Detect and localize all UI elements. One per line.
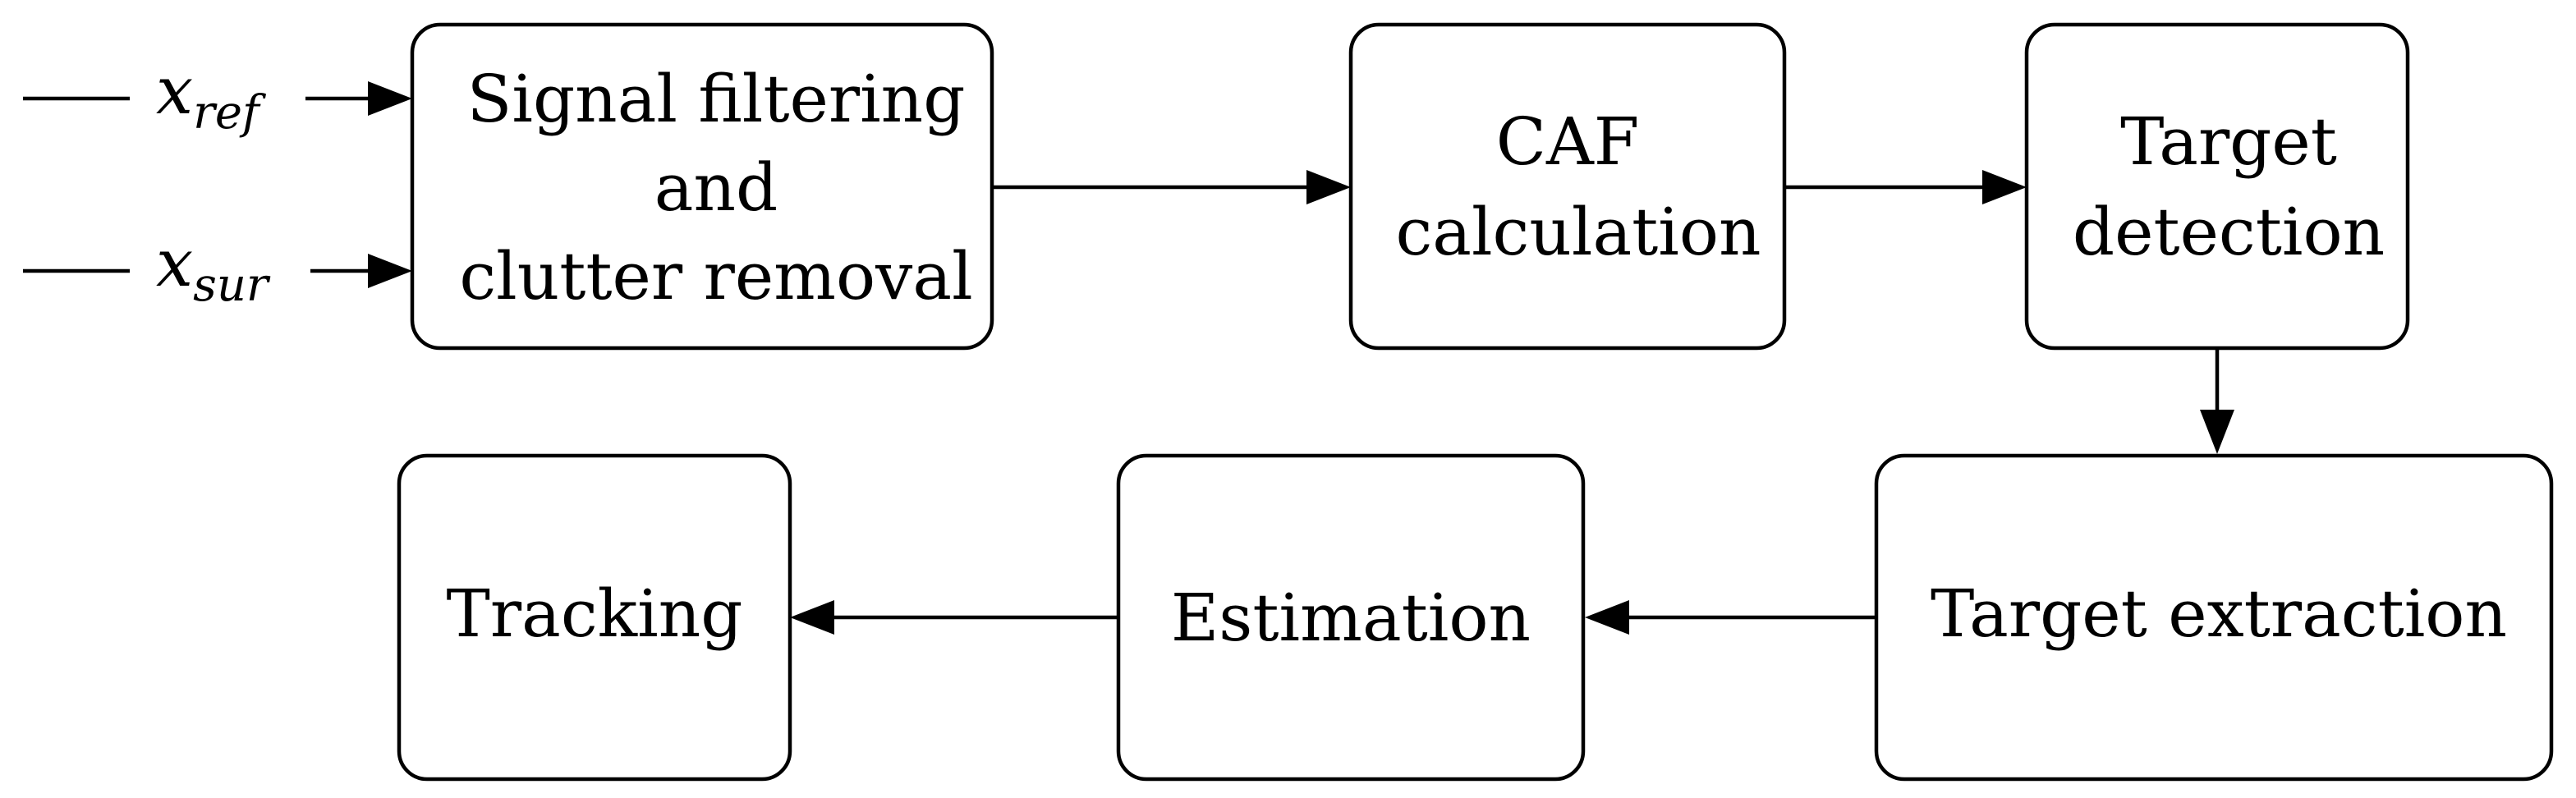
block-target-detection-line-2: detection [2073,194,2385,270]
block-target-detection-frame [2024,22,2410,351]
block-tracking: Tracking [397,453,792,782]
arrow-filtering-to-caf-head [1306,170,1351,204]
input-ref-symbol: x [156,53,193,129]
arrow-detection-to-extraction-head [2200,410,2234,454]
block-target-extraction-line-1: Target extraction [1931,576,2507,652]
block-caf-calculation: CAF calculation [1348,22,1787,351]
arrow-ref-to-filtering-head [368,81,412,116]
input-ref-label: xref [156,53,267,140]
block-signal-filtering-line-3: clutter removal [459,238,972,314]
block-signal-filtering-line-1: Signal filtering [467,61,966,137]
block-signal-filtering-line-2: and [654,149,778,226]
input-ref-subscript: ref [193,86,267,140]
arrow-extraction-to-estimation-head [1585,600,1629,635]
block-caf-calculation-line-2: calculation [1395,194,1761,270]
input-sur-label: xsur [156,225,271,312]
block-signal-filtering: Signal filtering and clutter removal [410,22,994,351]
block-tracking-frame [397,453,792,782]
block-target-detection-line-1: Target [2120,103,2337,180]
block-estimation-line-1: Estimation [1171,580,1531,656]
block-target-detection: Target detection [2024,22,2410,351]
arrow-estimation-to-tracking-head [790,600,834,635]
arrow-sur-to-filtering-head [368,254,412,288]
arrow-caf-to-detection-head [1982,170,2027,204]
block-tracking-line-1: Tracking [447,576,743,652]
block-target-extraction: Target extraction [1874,453,2554,782]
input-sur-subscript: sur [193,259,271,312]
input-sur-symbol: x [156,225,193,301]
block-estimation: Estimation [1116,453,1586,782]
block-caf-calculation-line-1: CAF [1496,103,1640,180]
block-caf-calculation-frame [1348,22,1787,351]
